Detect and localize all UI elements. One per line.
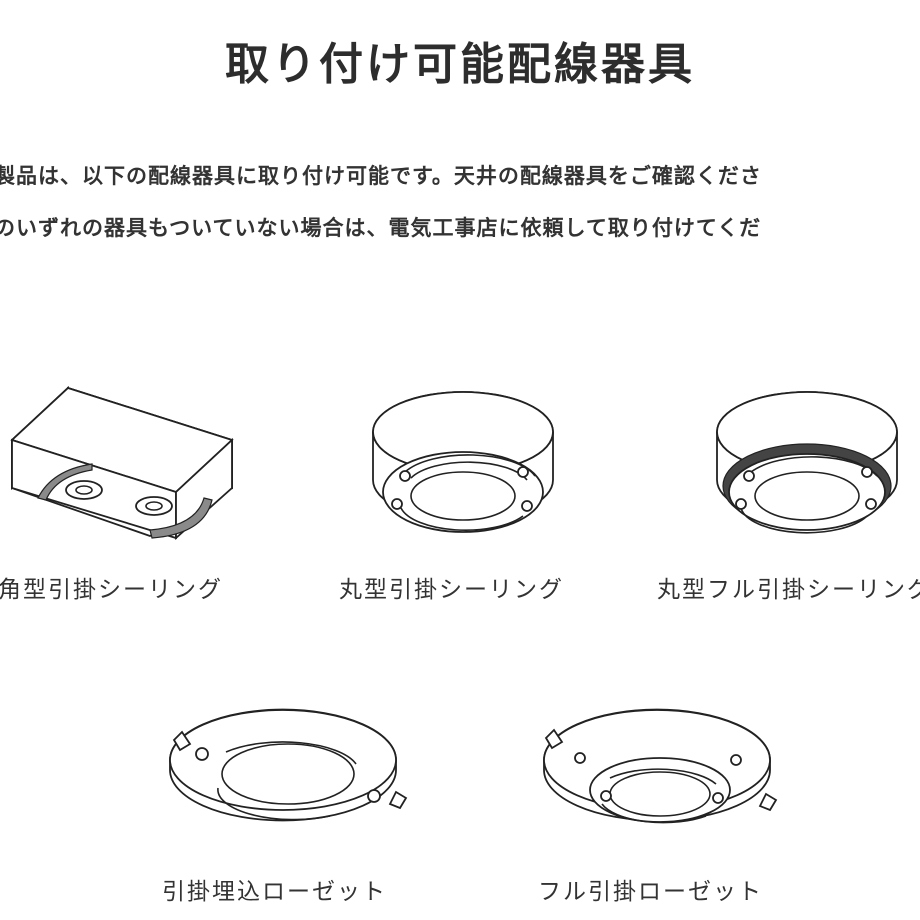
fixture-square-ceiling-hook: 角型引掛シーリング bbox=[0, 380, 250, 610]
fixture-label: 丸型フル引掛シーリング bbox=[657, 577, 920, 603]
fixture-label: 引掛埋込ローゼット bbox=[162, 879, 387, 905]
fixture-label: 角型引掛シーリング bbox=[0, 577, 223, 603]
square-ceiling-hook-icon bbox=[10, 385, 234, 541]
full-rosette-icon bbox=[543, 708, 778, 824]
fixture-label: 丸型引掛シーリング bbox=[339, 577, 564, 603]
intro-text-line-1: 製品は、以下の配線器具に取り付け可能です。天井の配線器具をご確認くださ bbox=[0, 164, 762, 188]
fixture-label: フル引掛ローゼット bbox=[538, 879, 763, 905]
fixture-round-ceiling-hook: 丸型引掛シーリング bbox=[335, 380, 595, 610]
fixture-round-full-ceiling-hook: 丸型フル引掛シーリング bbox=[655, 380, 920, 610]
flush-rosette-icon bbox=[169, 708, 408, 822]
round-ceiling-hook-icon bbox=[372, 391, 554, 533]
fixture-flush-rosette: 引掛埋込ローゼット bbox=[160, 700, 420, 910]
fixture-full-rosette: フル引掛ローゼット bbox=[538, 700, 800, 910]
page-title: 取り付け可能配線器具 bbox=[225, 39, 695, 90]
intro-text-line-2: のいずれの器具もついていない場合は、電気工事店に依頼して取り付けてくだ bbox=[0, 216, 762, 240]
round-full-ceiling-hook-icon bbox=[716, 391, 898, 534]
